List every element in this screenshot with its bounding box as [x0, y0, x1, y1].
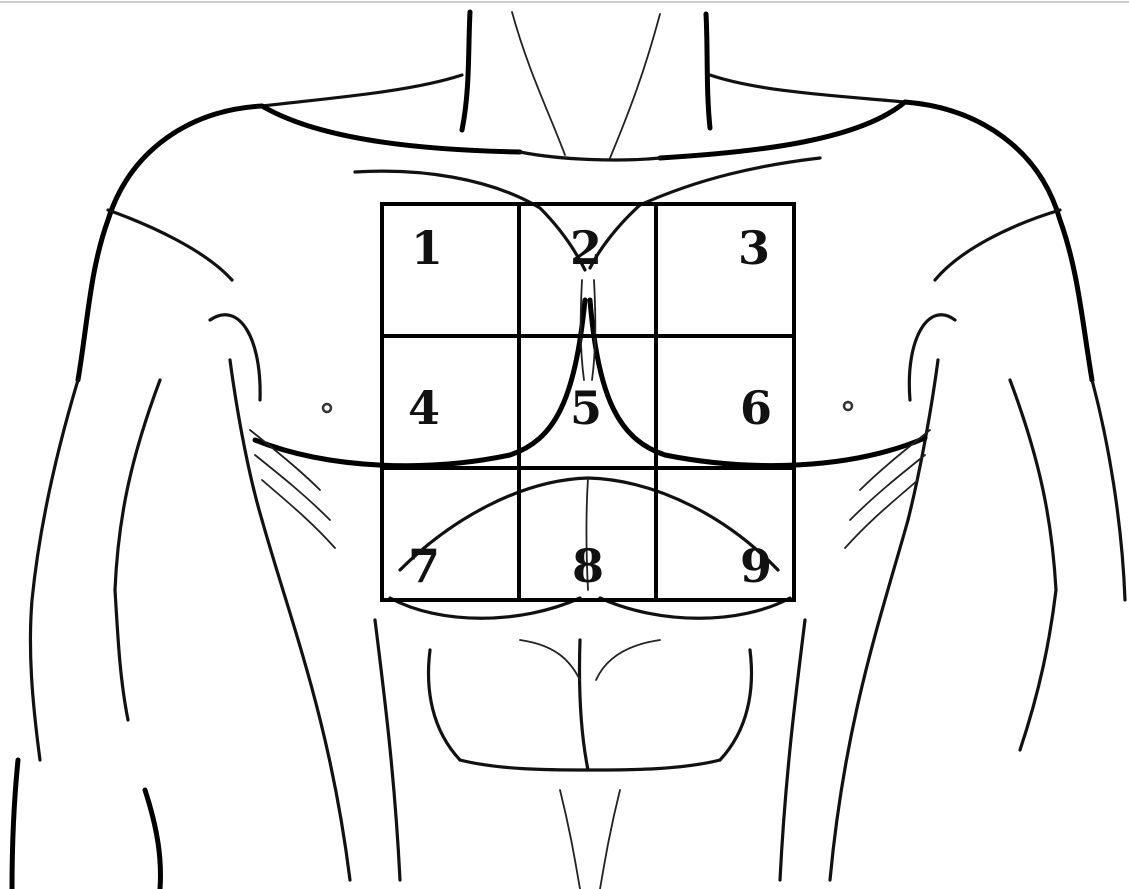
cell-5-label: 5 — [570, 381, 602, 435]
cell-3-label: 3 — [738, 221, 770, 275]
cell-9-label: 9 — [740, 539, 772, 593]
abdomen-outline — [390, 598, 790, 770]
cell-1-label: 1 — [411, 221, 443, 275]
trapezius-outline — [262, 75, 905, 160]
serratus-outline — [250, 430, 930, 548]
chest-grid: 1 2 3 4 5 6 7 8 9 — [382, 204, 794, 600]
cell-4-label: 4 — [408, 381, 440, 435]
cell-2-label: 2 — [570, 221, 602, 275]
cell-6-label: 6 — [740, 381, 772, 435]
left-shoulder-outline — [30, 106, 262, 760]
pectoral-outline — [255, 280, 925, 466]
right-nipple — [844, 402, 852, 410]
left-nipple — [323, 404, 331, 412]
arm-edge-outline — [12, 760, 160, 889]
neck-outline — [462, 12, 710, 158]
right-shoulder-outline — [905, 102, 1125, 750]
cell-7-label: 7 — [408, 539, 440, 593]
cell-8-label: 8 — [572, 539, 604, 593]
